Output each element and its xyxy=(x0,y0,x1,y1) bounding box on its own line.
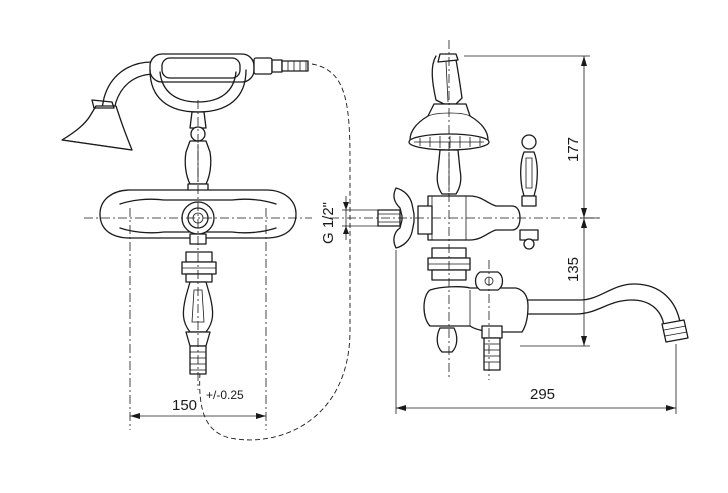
spout-pipe xyxy=(527,283,681,323)
handset-arm xyxy=(101,61,153,109)
front-view: 150 +/-0.25 xyxy=(61,53,351,441)
width-dimension-label: 150 xyxy=(172,397,197,414)
hose-line xyxy=(199,63,351,441)
spout-body xyxy=(423,286,529,333)
height-lower-label: 135 xyxy=(565,257,582,282)
height-upper-label: 177 xyxy=(565,137,582,162)
handset-hose-nut xyxy=(281,60,309,72)
thread-dimension-label: G 1/2" xyxy=(320,202,337,244)
tap-lever-upper xyxy=(520,151,538,197)
reach-dimension-label: 295 xyxy=(530,386,555,403)
lower-lever-side xyxy=(436,327,458,353)
hose-connector-side xyxy=(483,337,501,371)
spout-nozzle xyxy=(661,319,689,343)
shower-head-front xyxy=(61,105,133,151)
side-view: G 1/2" 177 135 295 xyxy=(320,40,689,414)
tolerance-label: +/-0.25 xyxy=(206,388,244,402)
